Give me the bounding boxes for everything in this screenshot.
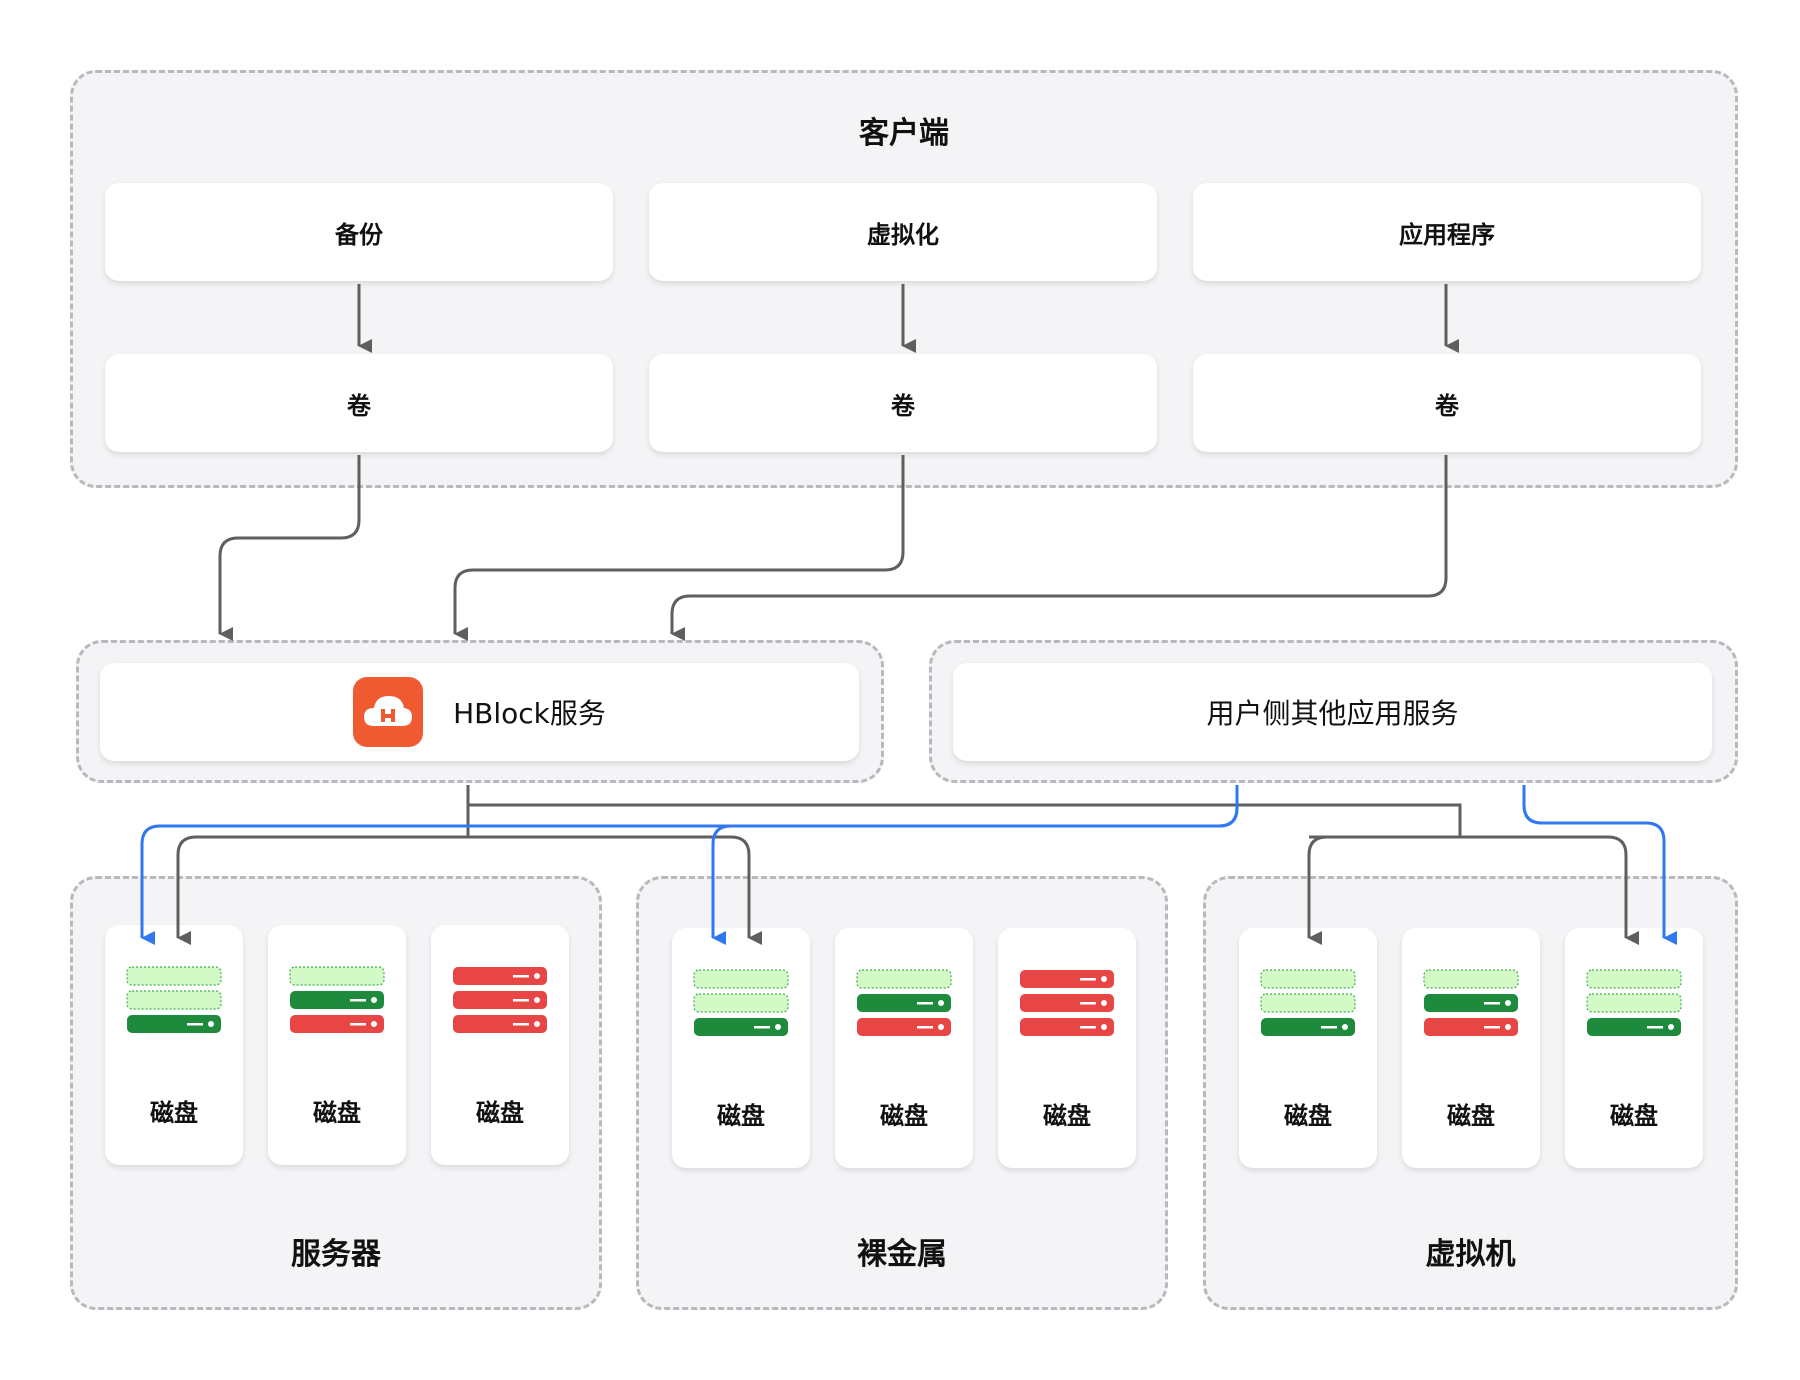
app-virtualization[interactable]: 虚拟化: [649, 183, 1157, 281]
app-application-label: 应用程序: [1399, 220, 1495, 249]
disk-card[interactable]: 磁盘: [105, 925, 243, 1165]
other-to-vm-disk3: [1522, 785, 1677, 945]
disk-card[interactable]: 磁盘: [1402, 928, 1540, 1168]
arrow-volume1-to-hblock: [218, 455, 361, 641]
volume-3-label: 卷: [1435, 391, 1459, 420]
disk-all-fail-icon: [453, 967, 547, 1033]
disk-1used-icon: [693, 969, 789, 1036]
disk-1used-icon: [126, 966, 222, 1033]
app-virtualization-label: 虚拟化: [867, 220, 939, 249]
disk-2used-1fail-icon: [856, 969, 952, 1036]
other-service[interactable]: 用户侧其他应用服务: [953, 663, 1712, 761]
disk-card[interactable]: 磁盘: [268, 925, 406, 1165]
disk-label: 磁盘: [1284, 1102, 1332, 1130]
disk-card[interactable]: 磁盘: [672, 928, 810, 1168]
disk-label: 磁盘: [313, 1099, 361, 1127]
app-backup[interactable]: 备份: [105, 183, 613, 281]
disk-label: 磁盘: [880, 1102, 928, 1130]
arrow-volume3-to-hblock: [670, 455, 1448, 641]
disk-card[interactable]: 磁盘: [431, 925, 569, 1165]
app-backup-label: 备份: [335, 220, 383, 249]
volume-2[interactable]: 卷: [649, 354, 1157, 452]
disk-card[interactable]: 磁盘: [998, 928, 1136, 1168]
hblock-to-server-disk: [176, 835, 468, 945]
client-title: 客户端: [859, 116, 949, 151]
disk-label: 磁盘: [1610, 1102, 1658, 1130]
volume-2-label: 卷: [891, 391, 915, 420]
hblock-service-label: HBlock服务: [453, 697, 606, 730]
disk-card[interactable]: 磁盘: [1239, 928, 1377, 1168]
disk-card[interactable]: 磁盘: [835, 928, 973, 1168]
disk-label: 磁盘: [1447, 1102, 1495, 1130]
disk-card[interactable]: 磁盘: [1565, 928, 1703, 1168]
other-to-baremetal-disk: [711, 785, 1239, 945]
volume-1[interactable]: 卷: [105, 354, 613, 452]
disk-label: 磁盘: [717, 1102, 765, 1130]
server-group-title: 服务器: [291, 1237, 381, 1272]
disk-all-fail-icon: [1020, 970, 1114, 1036]
hblock-service[interactable]: HBlock服务: [100, 663, 859, 761]
other-service-label: 用户侧其他应用服务: [1206, 697, 1459, 730]
baremetal-group-title: 裸金属: [857, 1237, 947, 1272]
hblock-logo-icon: [353, 677, 424, 747]
disk-1used-icon: [1586, 969, 1682, 1036]
vm-group-title: 虚拟机: [1425, 1237, 1516, 1272]
app-application[interactable]: 应用程序: [1193, 183, 1701, 281]
disk-2used-1fail-icon: [289, 966, 385, 1033]
disk-label: 磁盘: [150, 1099, 198, 1127]
arrow-volume2-to-hblock: [453, 455, 905, 641]
hblock-to-vm-disk3: [1607, 835, 1639, 945]
disk-label: 磁盘: [1043, 1102, 1091, 1130]
disk-2used-1fail-icon: [1423, 969, 1519, 1036]
volume-1-label: 卷: [347, 391, 371, 420]
volume-3[interactable]: 卷: [1193, 354, 1701, 452]
hblock-to-baremetal-disk: [468, 835, 762, 945]
disk-label: 磁盘: [476, 1099, 524, 1127]
other-to-server-disk: [140, 785, 1239, 945]
disk-1used-icon: [1260, 969, 1356, 1036]
hblock-bus-right: [468, 803, 1462, 837]
hblock-to-vm-disk1: [1307, 835, 1328, 945]
